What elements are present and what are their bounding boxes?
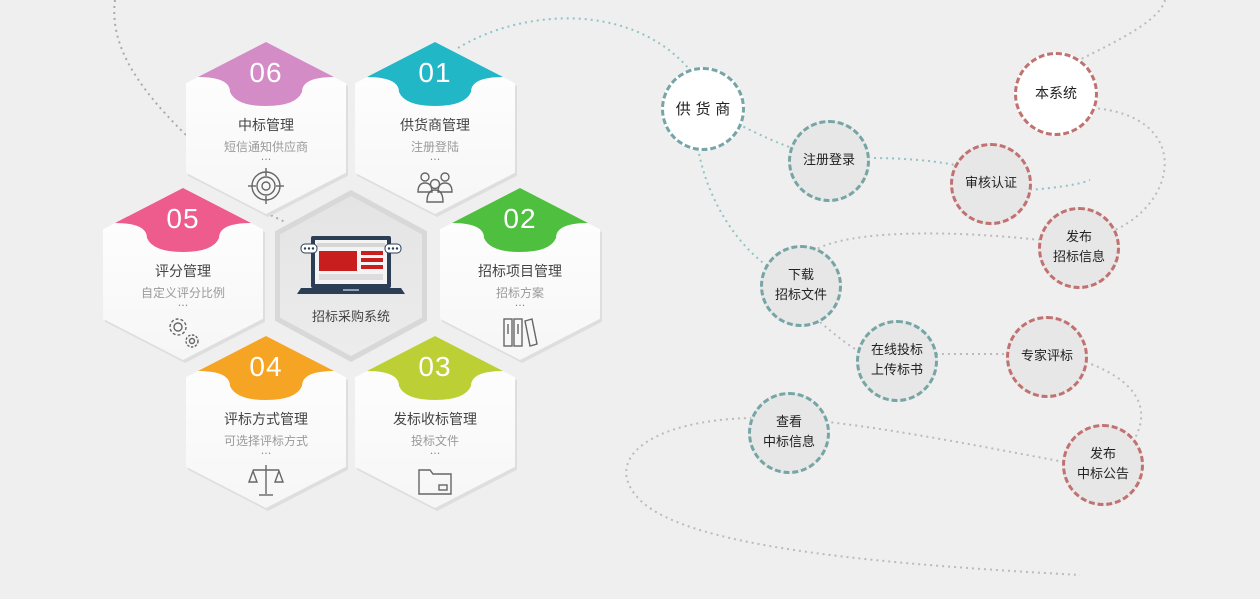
module-tab: 05	[115, 188, 251, 258]
module-subtitle: 招标方案	[495, 286, 544, 300]
module-subtitle: 自定义评分比例	[140, 286, 225, 300]
module-subtitle: 注册登陆	[410, 140, 459, 154]
module-tab: 04	[198, 336, 334, 406]
module-01[interactable]: 01 供货商管理 注册登陆 ...	[355, 42, 517, 217]
node-label: 发布 招标信息	[1052, 230, 1105, 265]
module-number: 06	[249, 57, 283, 88]
module-number: 04	[249, 351, 283, 382]
module-number: 01	[418, 57, 452, 88]
module-ellipsis: ...	[429, 150, 441, 163]
module-title: 评分管理	[155, 263, 211, 279]
node-register[interactable]: 注册登录	[788, 120, 870, 202]
module-02[interactable]: 02 招标项目管理 招标方案 ...	[440, 188, 602, 363]
module-tab: 02	[452, 188, 588, 258]
node-expert[interactable]: 专家评标	[1006, 316, 1088, 398]
module-tab: 01	[367, 42, 503, 112]
module-06[interactable]: 06 中标管理 短信通知供应商 ...	[186, 42, 348, 217]
module-number: 02	[503, 203, 537, 234]
module-tab: 06	[198, 42, 334, 112]
module-subtitle: 短信通知供应商	[223, 140, 308, 154]
node-label: 供 货 商	[675, 100, 731, 118]
folder-icon	[418, 469, 452, 495]
module-03[interactable]: 03 发标收标管理 投标文件 ...	[355, 336, 517, 511]
module-number: 03	[418, 351, 452, 382]
node-label: 发布 中标公告	[1076, 447, 1129, 482]
node-label: 在线投标 上传标书	[870, 343, 923, 378]
node-label: 查看 中标信息	[762, 415, 815, 450]
module-number: 05	[166, 203, 200, 234]
module-04[interactable]: 04 评标方式管理 可选择评标方式 ...	[186, 336, 348, 511]
node-system[interactable]: 本系统	[1014, 52, 1098, 136]
module-ellipsis: ...	[260, 150, 272, 163]
module-title: 供货商管理	[400, 117, 470, 133]
binders-icon	[503, 318, 538, 347]
node-supplier[interactable]: 供 货 商	[661, 67, 745, 151]
module-05[interactable]: 05 评分管理 自定义评分比例 ...	[103, 188, 265, 363]
gears-icon	[169, 318, 199, 348]
module-tab: 03	[367, 336, 503, 406]
node-view[interactable]: 查看 中标信息	[748, 392, 830, 474]
module-ellipsis: ...	[429, 444, 441, 457]
node-publish-bid[interactable]: 发布 招标信息	[1038, 207, 1120, 289]
node-publish-result[interactable]: 发布 中标公告	[1062, 424, 1144, 506]
module-ellipsis: ...	[260, 444, 272, 457]
laptop-icon	[297, 236, 405, 294]
node-audit[interactable]: 审核认证	[950, 143, 1032, 225]
node-label: 本系统	[1035, 86, 1077, 102]
node-upload[interactable]: 在线投标 上传标书	[856, 320, 938, 402]
node-label: 下载 招标文件	[774, 268, 827, 303]
node-label: 注册登录	[802, 153, 855, 168]
center-label: 招标采购系统	[311, 310, 390, 325]
node-label: 审核认证	[964, 176, 1017, 191]
node-download[interactable]: 下载 招标文件	[760, 245, 842, 327]
module-ellipsis: ...	[514, 296, 526, 309]
node-label: 专家评标	[1020, 349, 1073, 364]
module-title: 招标项目管理	[478, 263, 562, 279]
target-icon	[248, 168, 284, 204]
module-ellipsis: ...	[177, 296, 189, 309]
module-title: 评标方式管理	[224, 411, 308, 427]
users-icon	[417, 172, 453, 203]
module-title: 中标管理	[238, 117, 294, 133]
module-subtitle: 可选择评标方式	[223, 434, 308, 448]
module-title: 发标收标管理	[393, 411, 477, 427]
scale-icon	[248, 465, 284, 496]
module-subtitle: 投标文件	[410, 434, 459, 448]
center-system[interactable]: 招标采购系统	[275, 190, 427, 362]
